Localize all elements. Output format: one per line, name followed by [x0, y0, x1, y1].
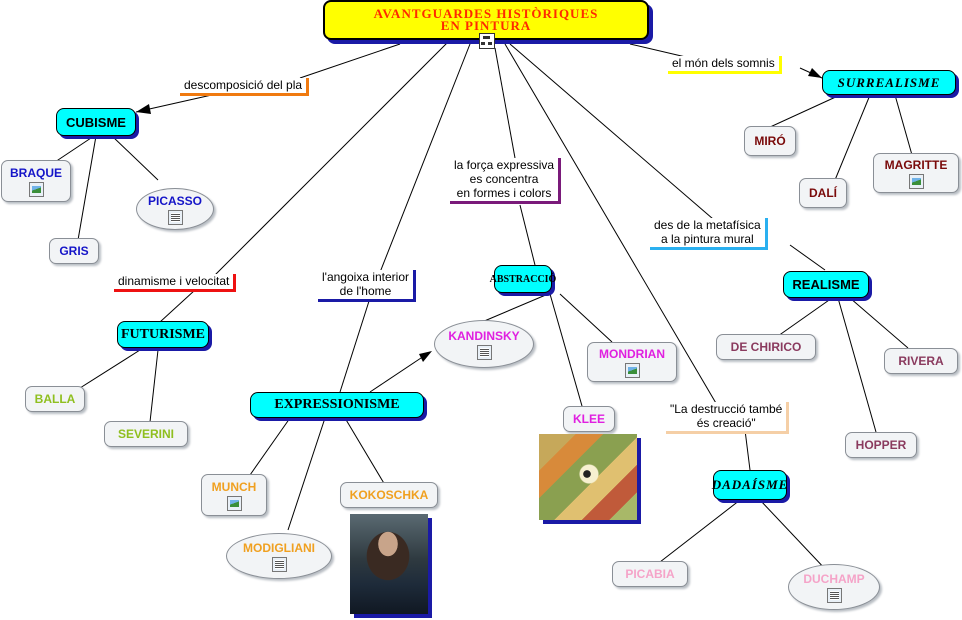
artist-mondrian-label: MONDRIAN — [599, 347, 665, 361]
link-abstraccio-line-1: la força expressiva — [454, 158, 554, 172]
klee-painting[interactable] — [539, 434, 637, 520]
artist-balla-label: BALLA — [35, 392, 76, 406]
link-dadaisme: "La destrucció també és creació" — [666, 402, 789, 434]
link-futurisme: dinamisme i velocitat — [114, 274, 236, 292]
artist-dali-label: DALÍ — [809, 186, 837, 200]
artist-de-chirico[interactable]: DE CHIRICO — [716, 334, 816, 360]
movement-futurisme[interactable]: FUTURISME — [117, 321, 209, 348]
artist-hopper[interactable]: HOPPER — [845, 432, 917, 458]
link-dadaisme-line-2: és creació" — [670, 416, 782, 430]
artist-picasso-label: PICASSO — [148, 194, 202, 208]
artist-mondrian[interactable]: MONDRIAN — [587, 342, 677, 382]
artist-rivera-label: RIVERA — [898, 354, 943, 368]
link-expressionisme-line-2: de l'home — [322, 284, 409, 298]
artist-picabia-label: PICABIA — [625, 567, 674, 581]
artist-gris[interactable]: GRIS — [49, 238, 99, 264]
artist-modigliani-label: MODIGLIANI — [243, 541, 315, 555]
artist-magritte[interactable]: MAGRITTE — [873, 153, 959, 193]
artist-gris-label: GRIS — [59, 244, 88, 258]
artist-kokoschka[interactable]: KOKOSCHKA — [340, 482, 438, 508]
image-icon[interactable] — [227, 496, 242, 511]
artist-braque[interactable]: BRAQUE — [1, 160, 71, 202]
image-icon[interactable] — [909, 174, 924, 189]
artist-munch[interactable]: MUNCH — [201, 474, 267, 516]
link-abstraccio-line-2: es concentra — [454, 172, 554, 186]
artist-kandinsky-label: KANDINSKY — [448, 329, 519, 343]
submap-icon[interactable] — [479, 33, 495, 49]
artist-picasso[interactable]: PICASSO — [136, 188, 214, 230]
artist-severini-label: SEVERINI — [118, 427, 174, 441]
artist-balla[interactable]: BALLA — [25, 386, 85, 412]
movement-abstraccio[interactable]: ABSTRACCIÓ — [494, 265, 552, 293]
link-surrealisme: el món dels somnis — [668, 56, 782, 74]
link-abstraccio: la força expressiva es concentra en form… — [450, 158, 561, 204]
document-icon[interactable] — [477, 345, 492, 360]
document-icon[interactable] — [827, 588, 842, 603]
artist-kokoschka-label: KOKOSCHKA — [350, 488, 429, 502]
artist-klee-label: KLEE — [573, 412, 605, 426]
link-realisme: des de la metafísica a la pintura mural — [650, 218, 768, 250]
movement-expressionisme[interactable]: EXPRESSIONISME — [250, 392, 424, 418]
link-abstraccio-line-3: en formes i colors — [454, 186, 554, 200]
title-line-2: EN PINTURA — [441, 20, 532, 32]
link-expressionisme: l'angoixa interior de l'home — [318, 270, 416, 302]
link-cubisme: descomposició del pla — [180, 78, 309, 96]
link-realisme-line-1: des de la metafísica — [654, 218, 761, 232]
artist-braque-label: BRAQUE — [10, 166, 62, 180]
movement-surrealisme[interactable]: SURREALISME — [822, 70, 956, 95]
artist-duchamp[interactable]: DUCHAMP — [788, 564, 880, 610]
artist-klee[interactable]: KLEE — [563, 406, 615, 432]
link-realisme-line-2: a la pintura mural — [654, 232, 761, 246]
document-icon[interactable] — [272, 557, 287, 572]
artist-de-chirico-label: DE CHIRICO — [731, 340, 802, 354]
artist-miro-label: MIRÓ — [754, 134, 785, 148]
link-dadaisme-line-1: "La destrucció també — [670, 402, 782, 416]
artist-rivera[interactable]: RIVERA — [884, 348, 958, 374]
artist-modigliani[interactable]: MODIGLIANI — [226, 533, 332, 579]
artist-kandinsky[interactable]: KANDINSKY — [434, 320, 534, 368]
artist-miro[interactable]: MIRÓ — [744, 126, 796, 156]
image-icon[interactable] — [29, 182, 44, 197]
artist-munch-label: MUNCH — [212, 480, 257, 494]
link-expressionisme-line-1: l'angoixa interior — [322, 270, 409, 284]
movement-dadaisme[interactable]: DADAÍSME — [713, 470, 787, 500]
artist-dali[interactable]: DALÍ — [799, 178, 847, 208]
artist-severini[interactable]: SEVERINI — [104, 421, 188, 447]
image-icon[interactable] — [625, 363, 640, 378]
movement-realisme[interactable]: REALISME — [783, 271, 869, 298]
artist-picabia[interactable]: PICABIA — [612, 561, 688, 587]
movement-cubisme[interactable]: CUBISME — [56, 108, 136, 136]
artist-hopper-label: HOPPER — [856, 438, 907, 452]
artist-duchamp-label: DUCHAMP — [803, 572, 864, 586]
kokoschka-painting[interactable] — [350, 514, 428, 614]
artist-magritte-label: MAGRITTE — [885, 158, 948, 172]
document-icon[interactable] — [168, 210, 183, 225]
